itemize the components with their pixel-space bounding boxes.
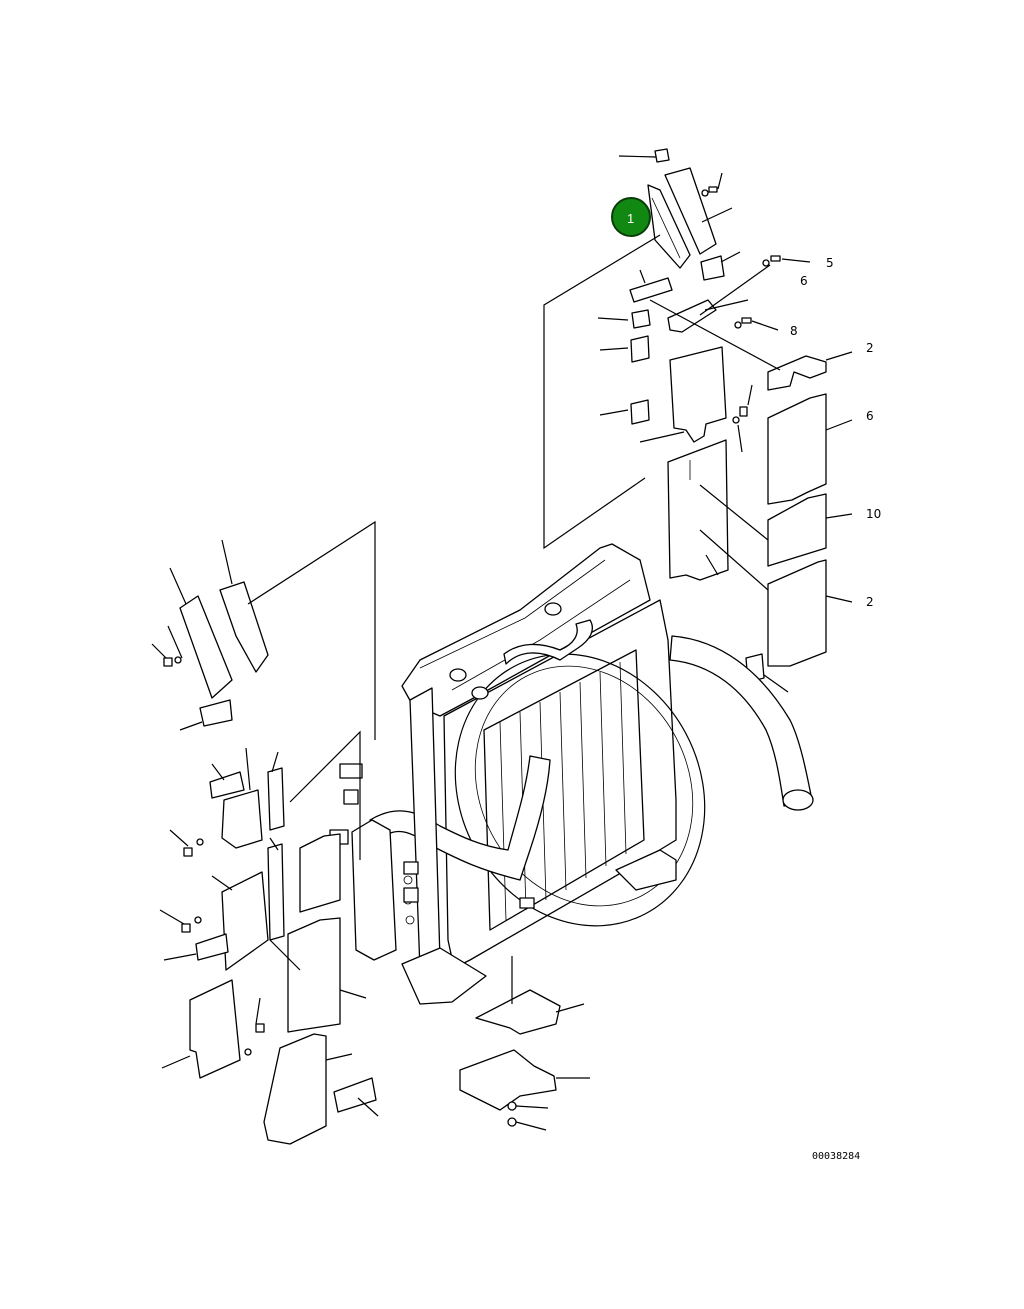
seal-block-2[interactable] — [630, 335, 650, 363]
bottom-left-block[interactable] — [263, 1033, 327, 1145]
bottom-bar[interactable] — [333, 1077, 377, 1113]
bolt — [708, 186, 718, 193]
foam-block-3[interactable] — [767, 493, 827, 567]
left-strip-1[interactable] — [267, 767, 285, 831]
foam-block-left-2[interactable] — [287, 917, 341, 1033]
left-plate-1[interactable] — [221, 789, 263, 849]
seal-block-3[interactable] — [630, 399, 650, 425]
callout-marker[interactable]: 1 — [611, 197, 651, 237]
lower-radiator-hose — [369, 755, 551, 881]
left-strip-2[interactable] — [267, 843, 285, 941]
label-2a: 2 — [866, 341, 874, 355]
label-6b: 6 — [866, 409, 874, 423]
foam-block-left-1[interactable] — [299, 833, 341, 913]
label-8: 8 — [790, 324, 798, 338]
left-small-block-2[interactable] — [195, 933, 229, 961]
small-block[interactable] — [700, 255, 725, 281]
cover-plate-upper[interactable] — [669, 346, 727, 443]
callout-circle[interactable] — [611, 197, 651, 237]
lower-left-foot — [401, 947, 487, 1005]
label-6: 6 — [800, 274, 808, 288]
washer — [701, 189, 709, 197]
left-bar-1[interactable] — [209, 771, 245, 799]
upper-bracket-plate[interactable] — [664, 167, 717, 255]
right-lower-bracket — [615, 849, 677, 891]
bottom-left-plate[interactable] — [189, 979, 241, 1079]
radiator-assembly — [329, 543, 814, 1005]
foam-block-1[interactable] — [767, 355, 827, 391]
label-5: 5 — [826, 256, 834, 270]
label-10: 10 — [866, 507, 881, 521]
drawing-code: 00038284 — [812, 1151, 860, 1162]
cap-block[interactable] — [654, 148, 670, 163]
left-upright — [409, 687, 441, 971]
bottom-plate-1[interactable] — [475, 989, 561, 1035]
bar-part[interactable] — [629, 277, 673, 303]
upper-right-exploded-group — [543, 148, 853, 693]
left-side-bracket — [351, 819, 397, 961]
cover-plate-lower[interactable] — [667, 439, 729, 581]
left-small-block[interactable] — [199, 699, 233, 727]
label-2b: 2 — [866, 595, 874, 609]
left-bracket-a[interactable] — [179, 595, 233, 699]
left-plate-2[interactable] — [221, 871, 269, 971]
bottom-center-group — [459, 956, 590, 1131]
foam-block-4[interactable] — [767, 559, 827, 667]
upper-hose — [503, 619, 593, 665]
foam-block-2[interactable] — [767, 393, 827, 505]
bottom-plate-2[interactable] — [459, 1049, 557, 1111]
curved-bracket[interactable] — [667, 299, 717, 333]
callout-number: 1 — [627, 211, 634, 226]
left-exploded-group — [151, 520, 379, 1145]
part-labels-right: 5 6 8 2 6 10 2 — [790, 256, 881, 609]
seal-block-1[interactable] — [631, 309, 651, 329]
upper-shroud-plate[interactable] — [647, 184, 691, 269]
left-bracket-b[interactable] — [219, 581, 269, 673]
